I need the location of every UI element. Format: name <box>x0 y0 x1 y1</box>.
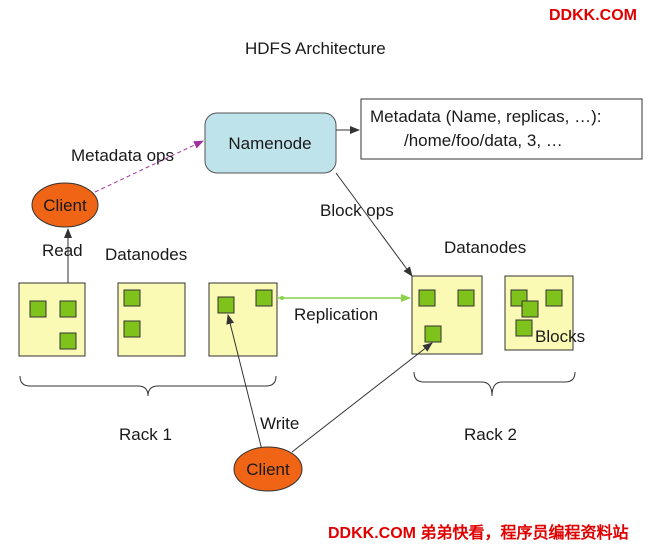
metadata-ops-arrow <box>94 140 204 193</box>
client-top: Client <box>31 182 99 228</box>
block <box>515 319 533 337</box>
block <box>59 300 77 318</box>
rack1-brace <box>19 375 277 397</box>
datanodes-left-label: Datanodes <box>105 245 187 264</box>
block <box>29 300 47 318</box>
block <box>123 289 141 307</box>
namenode-box: Namenode <box>204 112 337 174</box>
metadata-ops-label: Metadata ops <box>71 146 174 165</box>
metadata-line-1: Metadata (Name, replicas, …): <box>370 107 601 126</box>
diagram-title: HDFS Architecture <box>245 39 386 58</box>
namenode-label: Namenode <box>228 134 311 153</box>
client-bottom-label: Client <box>246 460 290 479</box>
metadata-box: Metadata (Name, replicas, …): /home/foo/… <box>360 98 643 160</box>
block <box>255 289 273 307</box>
watermark-bottom: DDKK.COM 弟弟快看，程序员编程资料站 <box>328 523 628 542</box>
read-label: Read <box>42 241 83 260</box>
client-to-rack2-arrow <box>291 342 433 453</box>
block <box>217 296 235 314</box>
datanode-rack1-3 <box>208 282 278 357</box>
datanode-rack2-2 <box>504 275 574 351</box>
block <box>424 325 442 343</box>
block <box>59 332 77 350</box>
datanodes-right-label: Datanodes <box>444 238 526 257</box>
client-top-label: Client <box>43 196 87 215</box>
rack1-label: Rack 1 <box>119 425 172 444</box>
client-bottom: Client <box>233 446 303 492</box>
block <box>123 320 141 338</box>
datanode-rack1-1 <box>18 282 86 357</box>
write-label: Write <box>260 414 299 433</box>
replication-label: Replication <box>294 305 378 324</box>
write-arrow <box>226 314 263 451</box>
block <box>521 300 539 318</box>
metadata-line-2: /home/foo/data, 3, … <box>404 131 563 150</box>
replication-arrow-tail <box>280 296 284 300</box>
datanode-rack2-1 <box>411 275 483 355</box>
blocks-label: Blocks <box>535 327 585 346</box>
block <box>545 289 563 307</box>
block <box>457 289 475 307</box>
datanode-rack1-2 <box>117 282 186 357</box>
rack2-brace <box>413 371 576 397</box>
rack2-label: Rack 2 <box>464 425 517 444</box>
block <box>418 289 436 307</box>
block-ops-label: Block ops <box>320 201 394 220</box>
block-ops-arrow <box>335 172 413 277</box>
watermark-top: DDKK.COM <box>549 7 637 24</box>
